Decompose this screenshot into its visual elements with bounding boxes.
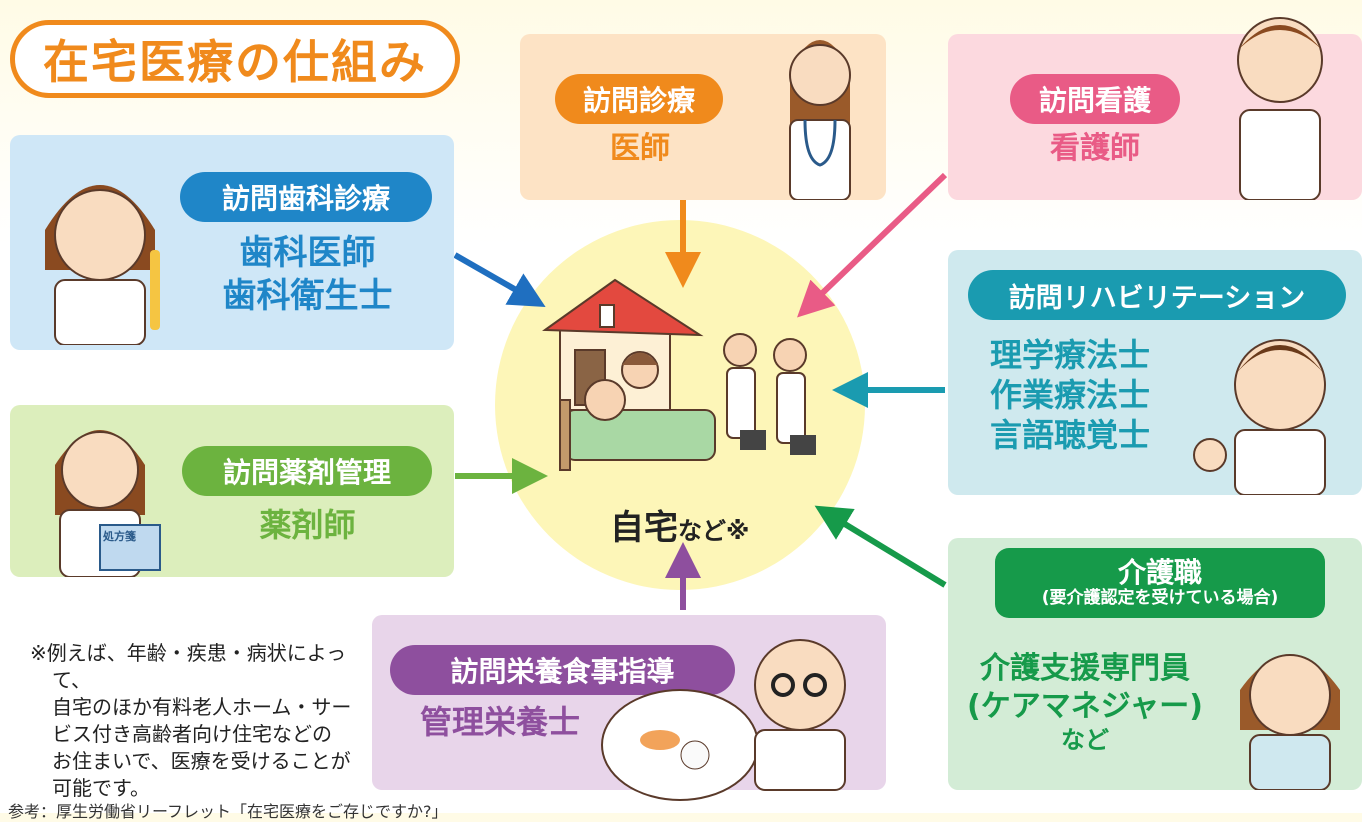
prescription-label: 処方箋 [103,530,136,543]
dental-role-0: 歯科医師 [239,233,376,273]
role-care: 介護支援専門員 (ケアマネジャー) など [960,650,1210,755]
footnote-line-3: お住まいで、医療を受けることが [52,749,351,773]
doctor-title: 訪問診療 [582,84,695,117]
doctor-illustration [789,40,851,200]
dental-title: 訪問歯科診療 [221,182,390,215]
pill-doctor: 訪問診療 [555,74,723,124]
rehab-role-2: 言語聴覚士 [989,416,1150,454]
rehab-title: 訪問リハビリテーション [1008,282,1306,314]
pharmacist-illustration [55,430,161,577]
nutrition-title: 訪問栄養食事指導 [450,655,675,688]
care-role-1: (ケアマネジャー) [967,688,1203,724]
source-citation: 参考：厚生労働省リーフレット「在宅医療をご存じですか?」 [8,802,448,821]
nurse-illustration [1237,17,1323,200]
home-label-suffix: など※ [678,517,750,545]
page-title: 在宅医療の仕組み [10,20,460,98]
visiting-staff-icon [723,333,816,455]
nutrition-role-0: 管理栄養士 [419,703,580,741]
footnote-line-0: ※例えば、年齢・疾患・病状によって、 [30,641,347,692]
role-pharmacy: 薬剤師 [190,505,425,545]
home-label: 自宅など※ [610,500,749,549]
pill-rehab: 訪問リハビリテーション [968,270,1346,320]
care-role-suffix: など [1061,726,1109,754]
home-label-main: 自宅 [610,508,678,548]
footnote-line-1: 自宅のほか有料老人ホーム・サー [52,695,352,719]
doctor-role-0: 医師 [610,131,670,166]
therapist-illustration [1193,339,1326,495]
bed-patient-icon [559,351,716,471]
footnote: ※例えば、年齢・疾患・病状によって、 自宅のほか有料老人ホーム・サー ビス付き高… [30,640,370,802]
care-subtitle: (要介護認定を受けている場合) [1041,588,1279,609]
footnote-line-4: 可能です。 [52,776,150,800]
pill-dental: 訪問歯科診療 [180,172,432,222]
role-dental: 歯科医師 歯科衛生士 [190,232,425,317]
pharmacy-title: 訪問薬剤管理 [222,456,391,489]
arrow-care [814,505,947,588]
pill-nursing: 訪問看護 [1010,74,1180,124]
nursing-role-0: 看護師 [1050,131,1140,166]
care-title: 介護職 [1117,556,1202,590]
page-title-text: 在宅医療の仕組み [43,35,427,89]
care-role-0: 介護支援専門員 [980,651,1190,686]
house-icon [542,278,704,411]
pill-care: 介護職 (要介護認定を受けている場合) [995,548,1325,618]
rehab-role-1: 作業療法士 [989,376,1150,414]
role-rehab: 理学療法士 作業療法士 言語聴覚士 [975,335,1165,455]
role-nursing: 看護師 [1010,130,1180,168]
pill-nutrition: 訪問栄養食事指導 [390,645,735,695]
role-doctor: 医師 [560,130,720,168]
rehab-role-0: 理学療法士 [989,336,1150,374]
dietitian-illustration [601,639,846,801]
dental-role-1: 歯科衛生士 [222,275,393,316]
pharmacy-role-0: 薬剤師 [259,506,356,544]
footnote-line-2: ビス付き高齢者向け住宅などの [52,722,332,746]
dental-hygienist-illustration [45,185,160,345]
arrow-dental [453,252,546,307]
nursing-title: 訪問看護 [1038,84,1151,117]
role-nutrition: 管理栄養士 [400,702,600,742]
pill-pharmacy: 訪問薬剤管理 [182,446,432,496]
care-manager-illustration [1240,654,1340,790]
arrow-nursing [797,172,948,318]
